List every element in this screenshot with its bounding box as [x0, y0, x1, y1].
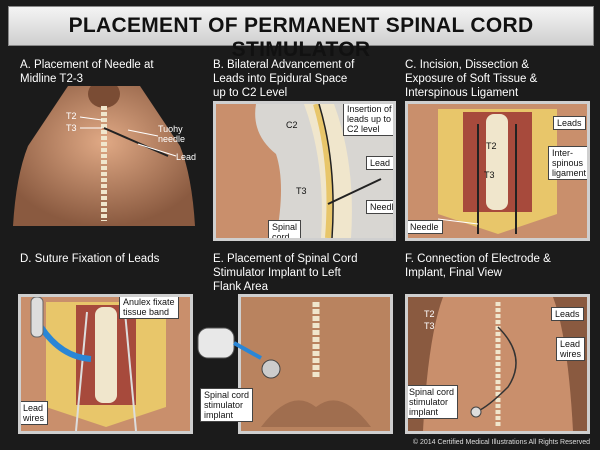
label-c-ligament: Inter- spinous ligament	[548, 146, 587, 180]
caption-f: F. Connection of Electrode & Implant, Fi…	[405, 252, 551, 280]
caption-c-line2: Exposure of Soft Tissue &	[405, 73, 538, 85]
label-b-insertion: Insertion of leads up to C2 level	[343, 104, 393, 136]
lead-wire-right-d	[124, 311, 137, 431]
caption-b-line2: Leads into Epidural Space	[213, 73, 348, 85]
label-c-needle: Needle	[408, 220, 443, 234]
panel-d-illustration: Anulex fixate tissue band Lead wires	[18, 294, 193, 434]
label-d-band: Anulex fixate tissue band	[119, 297, 179, 319]
buttocks-e	[261, 400, 371, 427]
label-f-t2: T2	[424, 309, 435, 319]
caption-f-line2: Implant, Final View	[405, 267, 502, 279]
label-a-t3: T3	[66, 123, 77, 133]
tuohy-needle-a	[103, 127, 169, 157]
arrow-d	[38, 325, 92, 362]
caption-e: E. Placement of Spinal Cord Stimulator I…	[213, 252, 357, 294]
fixation-device-icon	[30, 297, 44, 338]
panel-b-illustration: Insertion of leads up to C2 level C2 T3 …	[213, 101, 396, 241]
label-b-needle: Needle	[366, 200, 393, 214]
panel-c-illustration: Leads T2 T3 Inter- spinous ligament Need…	[405, 101, 590, 241]
label-b-spinal-cord: Spinal cord	[268, 220, 302, 238]
label-a-t2: T2	[66, 111, 77, 121]
label-a-tuohy-2: needle	[158, 134, 186, 144]
title-bar: PLACEMENT OF PERMANENT SPINAL CORD STIMU…	[8, 6, 594, 61]
lead-b	[318, 104, 334, 238]
neck-profile	[216, 104, 281, 238]
lead-wire-left-d	[75, 311, 88, 431]
spinal-cord-b	[313, 104, 333, 238]
caption-b-line1: B. Bilateral Advancement of	[213, 59, 355, 71]
label-b-t3: T3	[296, 186, 307, 196]
suture-drawing-d	[21, 297, 190, 431]
label-c-t3: T3	[484, 170, 495, 180]
label-f-leads: Leads	[551, 307, 584, 321]
caption-e-line1: E. Placement of Spinal Cord	[213, 253, 358, 265]
label-f-implant: Spinal cord stimulator implant	[408, 385, 459, 419]
head-a	[88, 86, 120, 108]
label-b-lead: Lead	[366, 156, 393, 170]
caption-e-line3: Flank Area	[213, 281, 268, 293]
panel-a-illustration: T2 T3 Tuohy needle Lead	[8, 86, 200, 226]
label-a-tuohy-1: Tuohy	[158, 124, 183, 134]
needle-b	[327, 178, 382, 205]
caption-d-line1: D. Suture Fixation of Leads	[20, 253, 160, 265]
label-b-c2: C2	[286, 120, 298, 130]
label-c-t2: T2	[486, 141, 497, 151]
spinous-processes-d	[95, 307, 117, 403]
caption-c-line3: Interspinous Ligament	[405, 87, 519, 99]
caption-b: B. Bilateral Advancement of Leads into E…	[213, 58, 354, 100]
implant-device-icon	[197, 327, 262, 360]
copyright-notice: © 2014 Certified Medical Illustrations A…	[412, 439, 590, 446]
lead-wire-f	[475, 326, 517, 413]
back-drawing-a	[13, 86, 195, 226]
flank-drawing-e	[241, 297, 390, 431]
label-c-leads: Leads	[553, 116, 586, 130]
caption-a-line1: A. Placement of Needle at	[20, 59, 154, 71]
panel-f-illustration: T2 T3 Leads Lead wires Spinal cord stimu…	[405, 294, 590, 434]
caption-b-line3: up to C2 Level	[213, 87, 288, 99]
caption-d: D. Suture Fixation of Leads	[20, 252, 159, 266]
label-d-lead-wires: Lead wires	[21, 401, 49, 425]
implant-f	[470, 406, 482, 418]
figure-title: PLACEMENT OF PERMANENT SPINAL CORD STIMU…	[68, 14, 534, 61]
label-f-t3: T3	[424, 321, 435, 331]
label-e-implant: Spinal cord stimulator implant	[200, 388, 254, 422]
label-f-lead-wires: Lead wires	[556, 337, 586, 361]
caption-f-line1: F. Connection of Electrode &	[405, 253, 551, 265]
caption-a: A. Placement of Needle at Midline T2-3	[20, 58, 154, 86]
implant-site-e	[261, 359, 281, 379]
caption-e-line2: Stimulator Implant to Left	[213, 267, 341, 279]
caption-c: C. Incision, Dissection & Exposure of So…	[405, 58, 537, 100]
panel-e-illustration	[238, 294, 393, 434]
caption-a-line2: Midline T2-3	[20, 73, 84, 85]
spinous-processes-c	[486, 114, 508, 210]
label-a-lead: Lead	[176, 152, 197, 162]
caption-c-line1: C. Incision, Dissection &	[405, 59, 529, 71]
